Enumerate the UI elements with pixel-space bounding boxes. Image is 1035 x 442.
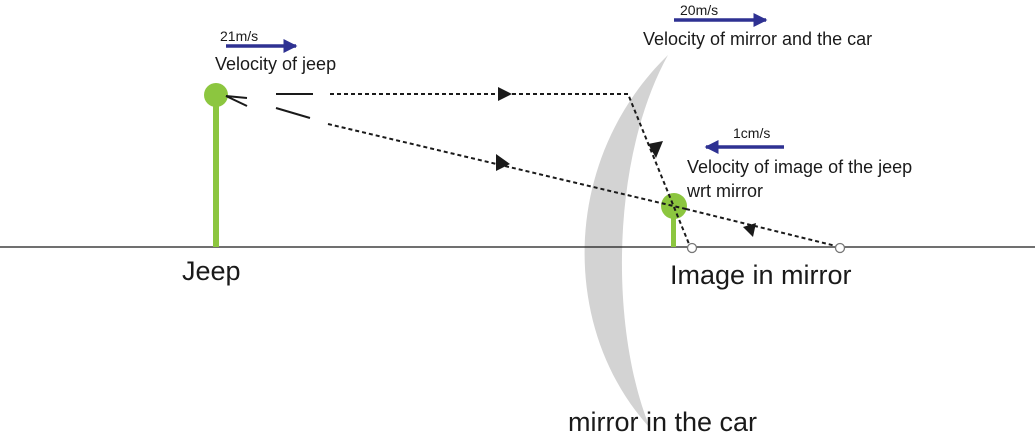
- image-label: Image in mirror: [670, 260, 852, 290]
- ray-arrowhead-3: [648, 141, 663, 158]
- jeep-head: [204, 83, 228, 107]
- jeep-label: Jeep: [182, 256, 241, 286]
- mirror-label: mirror in the car: [568, 407, 757, 437]
- ray-top: [330, 93, 690, 245]
- jeep-speed-label: 21m/s: [220, 28, 258, 44]
- ray-arrowhead-4: [743, 223, 756, 237]
- jeep-pole: [213, 96, 219, 247]
- focal-point-marker-2: [834, 242, 846, 254]
- image-velocity-label-line1: Velocity of image of the jeep: [687, 157, 912, 177]
- jeep-velocity-label: Velocity of jeep: [215, 54, 336, 74]
- image-pole: [671, 207, 676, 247]
- ray-arrowhead-2: [496, 154, 510, 171]
- ray-reflected: [685, 208, 841, 248]
- convex-mirror: [584, 55, 668, 428]
- image-velocity-label-line2: wrt mirror: [686, 181, 763, 201]
- mirror-speed-label: 20m/s: [680, 2, 718, 18]
- mirror-velocity-label: Velocity of mirror and the car: [643, 29, 872, 49]
- light-emission-strokes: [225, 93, 313, 119]
- focal-point-marker-1: [686, 242, 698, 254]
- ray-arrowhead-1: [498, 87, 512, 101]
- image-speed-label: 1cm/s: [733, 125, 770, 141]
- ray-lower: [327, 123, 687, 210]
- image-head: [661, 193, 687, 219]
